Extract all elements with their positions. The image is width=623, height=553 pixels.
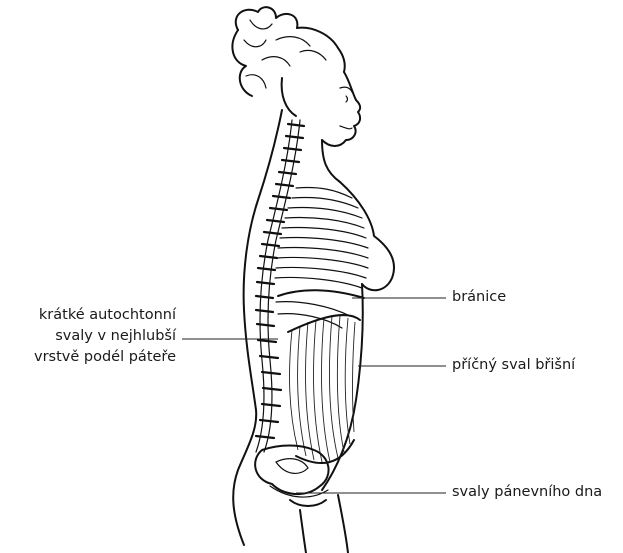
label-left-line3: vrstvě podél páteře	[8, 347, 176, 368]
label-transverse-abdominis: příčný sval břišní	[452, 355, 575, 376]
rib-cage	[275, 187, 368, 328]
diaphragm-band	[278, 290, 364, 298]
label-left-line1: krátké autochtonní	[8, 305, 176, 326]
spine	[256, 120, 304, 452]
hair	[232, 7, 344, 96]
head-profile	[282, 72, 361, 146]
transverse-abdominis-muscle	[288, 315, 360, 463]
label-pelvic-floor: svaly pánevního dna	[452, 482, 602, 503]
label-diaphragm: bránice	[452, 287, 506, 308]
pelvis	[255, 446, 328, 507]
body-outline	[233, 110, 394, 553]
label-deep-spinal-muscles: krátké autochtonní svaly v nejhlubší vrs…	[8, 305, 176, 368]
label-left-line2: svaly v nejhlubší	[8, 326, 176, 347]
